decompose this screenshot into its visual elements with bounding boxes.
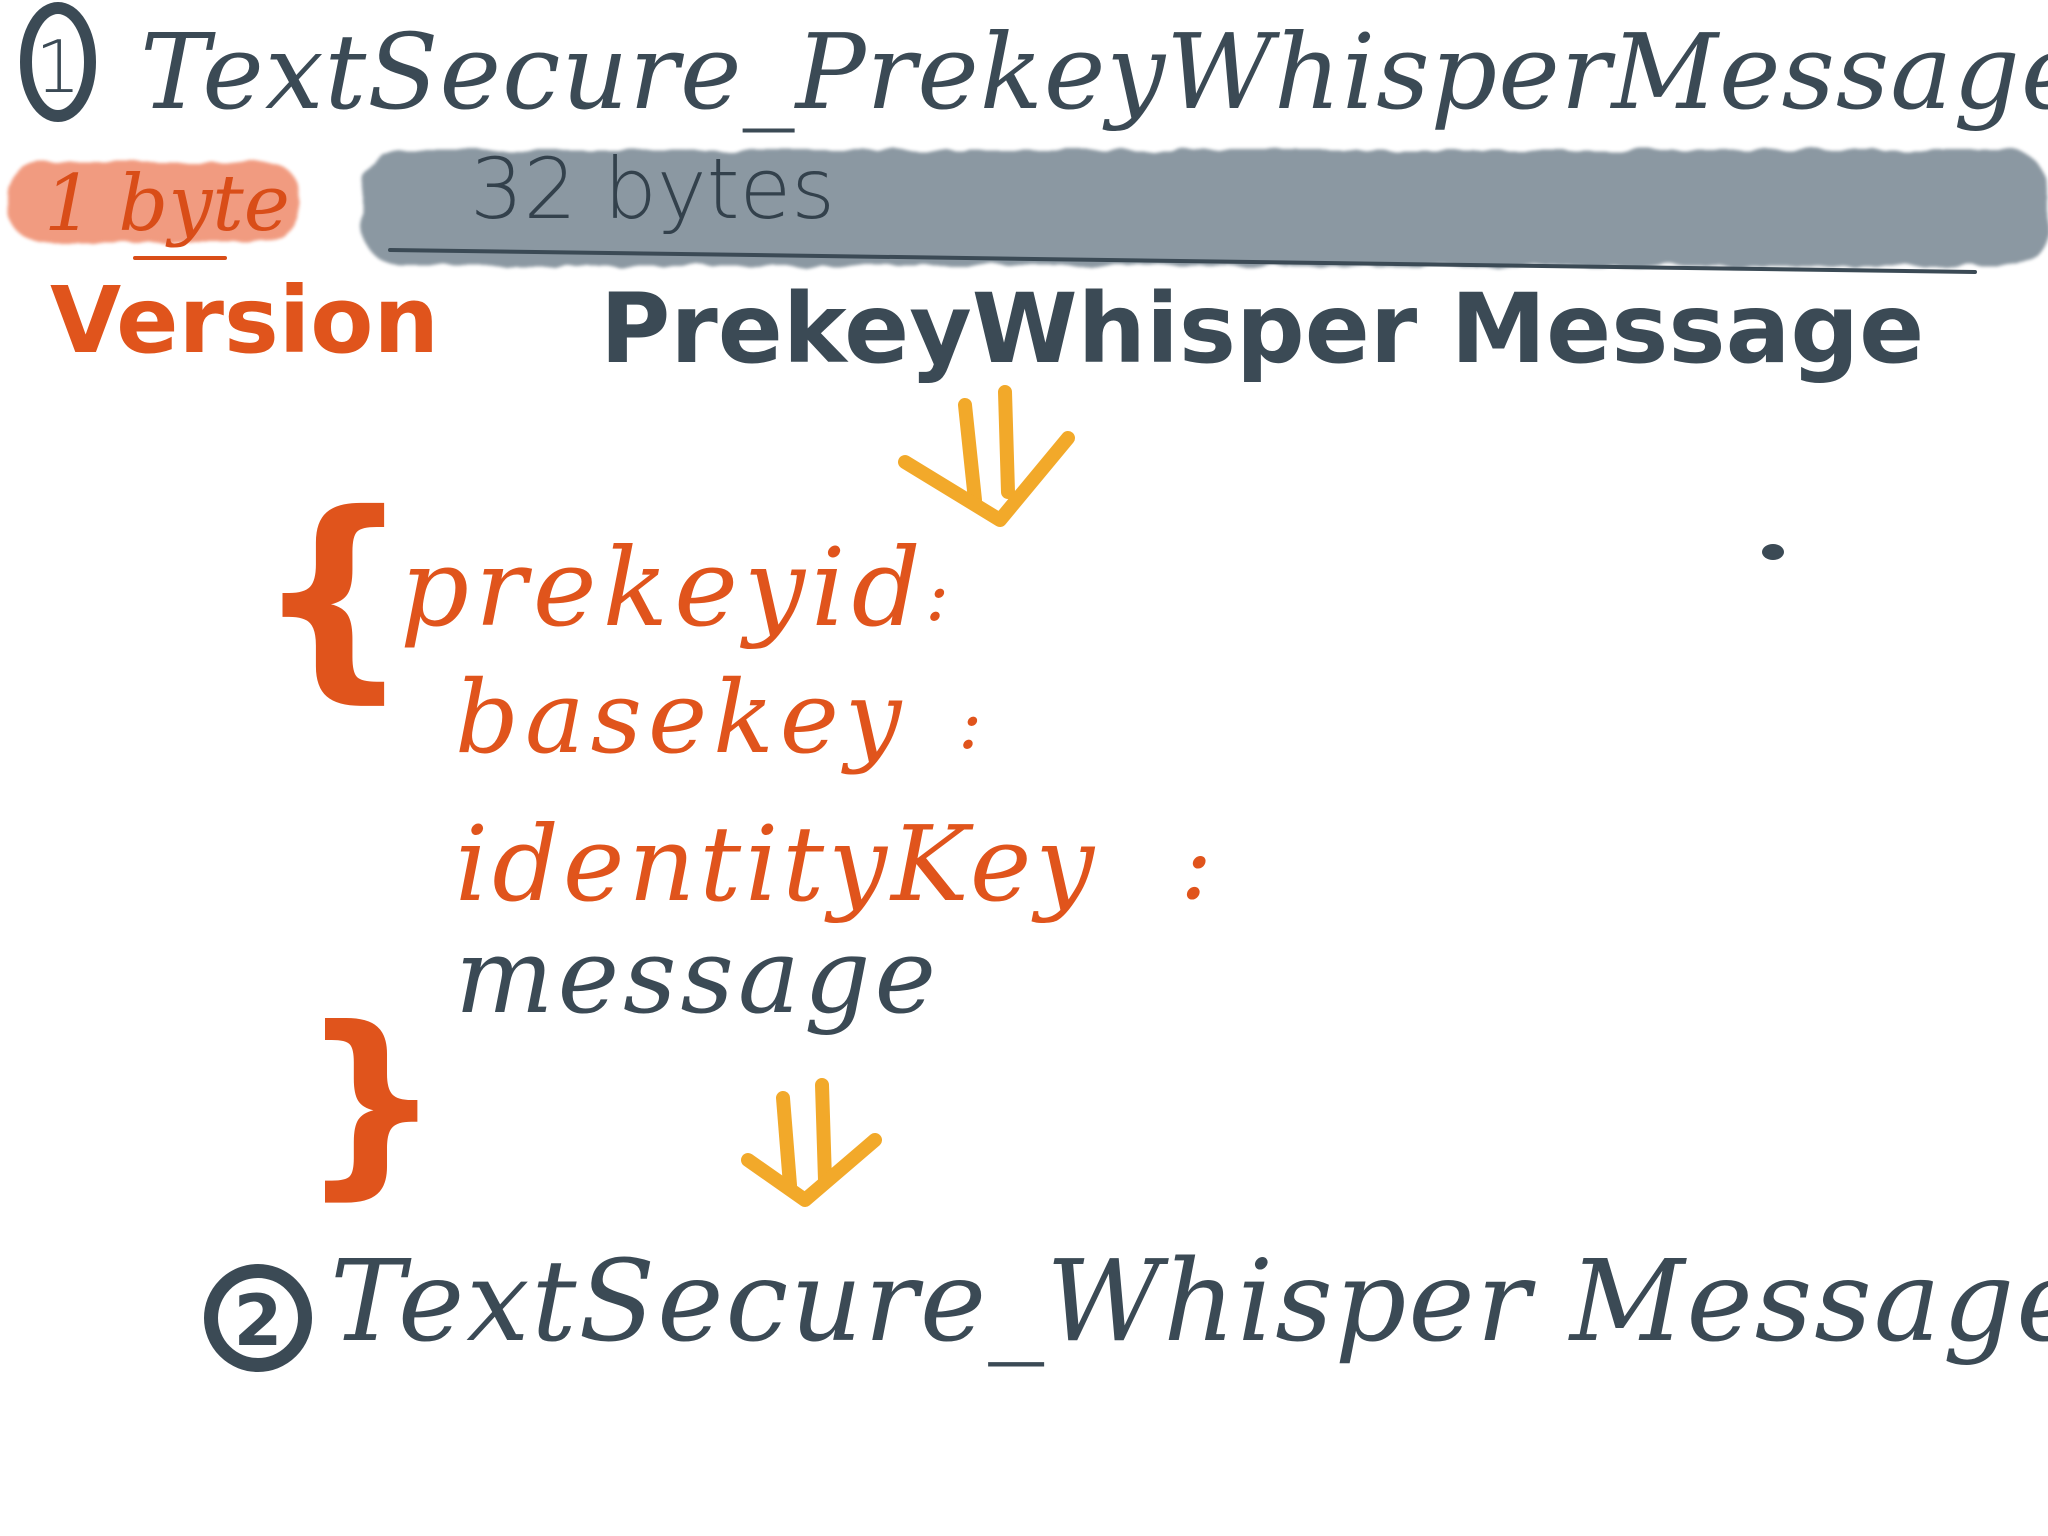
step2-title: TextSecure_Whisper Message xyxy=(330,1237,2048,1367)
step1-title: TextSecure_PrekeyWhisperMessage xyxy=(140,11,2048,133)
step1-badge: 1 xyxy=(20,2,96,122)
field-basekey-name: basekey xyxy=(455,659,907,776)
version-size-highlight xyxy=(8,162,300,242)
ink-dot xyxy=(1762,544,1784,560)
step2-badge: 2 xyxy=(204,1264,312,1372)
payload-size-highlight xyxy=(362,150,2048,266)
double-down-arrow-icon xyxy=(741,1078,882,1207)
field-basekey-separator: : xyxy=(958,681,982,765)
payload-label: PrekeyWhisper Message xyxy=(600,273,1924,385)
field-prekeyid-name: prekeyid xyxy=(400,526,927,651)
payload-size-label: 32 bytes xyxy=(470,140,835,238)
version-label: Version xyxy=(50,267,439,374)
field-message-name: message xyxy=(455,915,940,1037)
field-prekeyid-separator: : xyxy=(925,553,949,637)
open-brace: { xyxy=(255,466,412,722)
double-down-arrow-icon xyxy=(898,385,1075,527)
field-identitykey-separator: : xyxy=(1180,809,1212,921)
close-brace: } xyxy=(300,985,442,1218)
payload-underline xyxy=(388,248,1977,274)
field-identitykey-name: identityKey xyxy=(455,803,1098,925)
version-size-label: 1 byte xyxy=(44,159,290,249)
step1-number: 1 xyxy=(35,25,81,109)
step2-number: 2 xyxy=(234,1280,283,1362)
